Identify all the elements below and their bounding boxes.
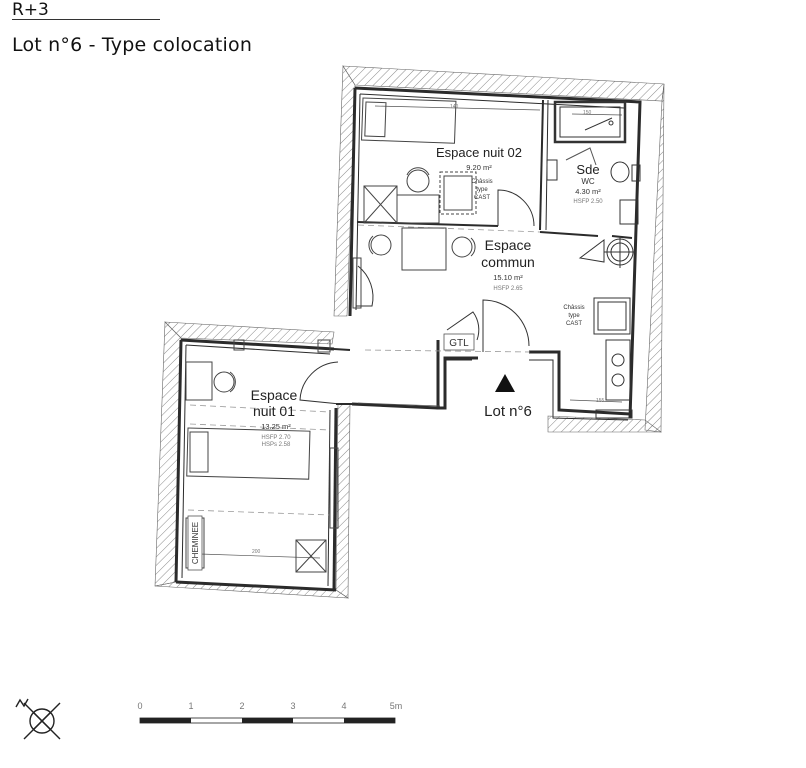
- chassis-b-line3: CAST: [566, 321, 582, 327]
- espace-nuit-01-hsfp: HSFP 2.70: [261, 435, 291, 441]
- party-walls: [154, 65, 665, 599]
- espace-commun-line2: commun: [481, 254, 535, 270]
- entrance-triangle-icon: [495, 374, 515, 392]
- room-espace-commun: Espace commun 15.10 m² HSFP 2.65: [481, 237, 535, 292]
- scale-tick-0: 0: [137, 701, 142, 711]
- furniture-nuit-01: [185, 339, 341, 573]
- espace-commun-area: 15.10 m²: [493, 273, 523, 282]
- espace-nuit-02-area: 9.20 m²: [466, 163, 492, 172]
- espace-nuit-02-name: Espace nuit 02: [436, 145, 522, 160]
- scale-tick-5: 5m: [390, 701, 403, 711]
- dim-155: 155: [596, 398, 605, 404]
- room-espace-nuit-02: Espace nuit 02 9.20 m²: [436, 145, 522, 172]
- level-label: R+3: [12, 0, 49, 20]
- chassis-note-a: Châssis type CAST: [471, 179, 492, 201]
- scale-tick-2: 2: [239, 701, 244, 711]
- room-sde: Sde WC 4.30 m² HSFP 2.50: [573, 162, 603, 205]
- sde-name: Sde: [576, 162, 599, 177]
- dim-200: 200: [252, 549, 261, 555]
- espace-nuit-01-area: 13.25 m²: [261, 422, 291, 431]
- scale-bar: 0 1 2 3 4 5m: [137, 701, 403, 724]
- espace-nuit-01-line1: Espace: [251, 387, 298, 403]
- chassis-note-b: Châssis type CAST: [563, 305, 584, 327]
- espace-commun-hsfp: HSFP 2.65: [493, 286, 523, 292]
- scale-tick-4: 4: [341, 701, 346, 711]
- dim-140: 140: [450, 104, 459, 110]
- cheminee-label: CHEMINEE: [191, 522, 200, 564]
- scale-tick-3: 3: [290, 701, 295, 711]
- dim-150: 150: [583, 110, 592, 116]
- cheminee-box: CHEMINEE: [187, 515, 203, 571]
- dimension-ticks: [199, 105, 623, 559]
- chassis-b-line2: type: [568, 313, 580, 319]
- level-underline: [12, 19, 160, 20]
- room-espace-nuit-01: Espace nuit 01 13.25 m² HSFP 2.70 HSPs 2…: [251, 387, 298, 448]
- gtl-box: GTL: [443, 333, 475, 351]
- furniture-sde: [546, 100, 641, 419]
- sde-hsfp: HSFP 2.50: [573, 199, 603, 205]
- chassis-b-line1: Châssis: [563, 305, 584, 311]
- furniture-commun: [352, 189, 535, 352]
- espace-nuit-01-line2: nuit 01: [253, 403, 295, 419]
- dimension-lines: [187, 224, 541, 516]
- furniture-nuit-02: [361, 97, 477, 224]
- gtl-label: GTL: [449, 338, 469, 349]
- north-arrow-icon: [15, 698, 61, 740]
- espace-nuit-01-hsp: HSPs 2.58: [262, 442, 291, 448]
- espace-commun-line1: Espace: [485, 237, 532, 253]
- chassis-a-line3: CAST: [474, 195, 490, 201]
- lot-title: Lot n°6 - Type colocation: [12, 34, 253, 56]
- sde-area: 4.30 m²: [575, 187, 601, 196]
- lot-number-label: Lot n°6: [484, 403, 532, 420]
- chassis-a-line2: type: [476, 187, 488, 193]
- sde-sub: WC: [581, 177, 595, 186]
- scale-tick-1: 1: [188, 701, 193, 711]
- chassis-a-line1: Châssis: [471, 179, 492, 185]
